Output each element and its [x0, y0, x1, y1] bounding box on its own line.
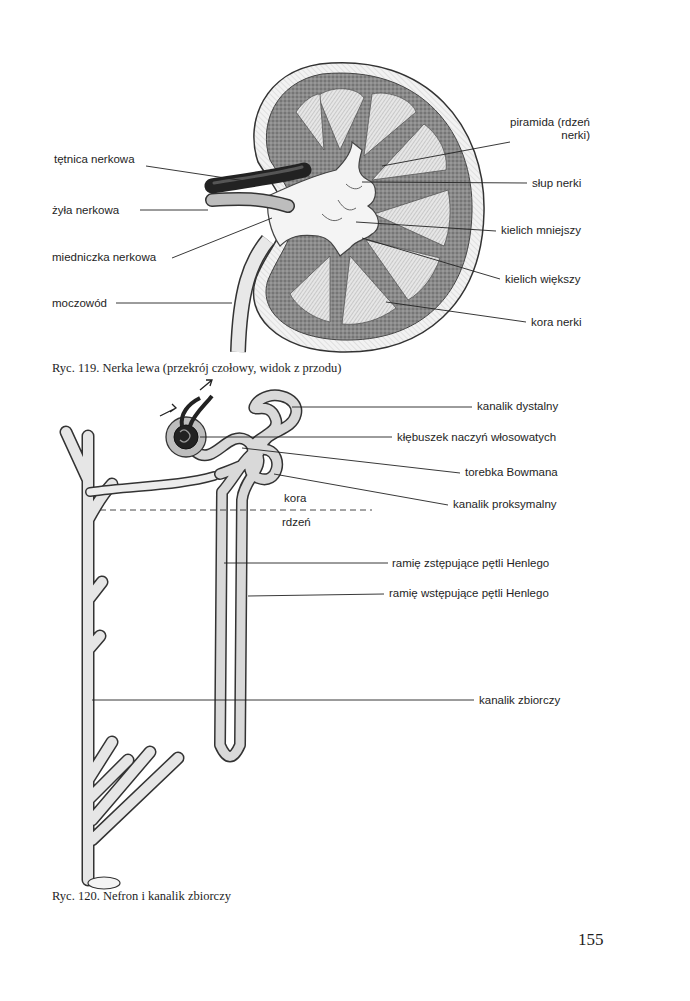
tubule-outline: [196, 395, 296, 756]
renal-artery-shade: [214, 167, 302, 183]
part-label: kora nerki: [531, 316, 582, 329]
region-label: kora: [284, 492, 306, 505]
part-label: kielich większy: [505, 273, 580, 286]
part-label: kielich mniejszy: [501, 224, 581, 237]
renal-cortex: [266, 73, 472, 340]
figure-caption: Ryc. 119. Nerka lewa (przekrój czołowy, …: [52, 362, 341, 375]
arterioles: [182, 396, 212, 426]
collecting-duct: [66, 432, 178, 889]
part-label: ramię wstępujące pętli Henlego: [389, 587, 549, 600]
calyx-minor: [322, 184, 362, 221]
part-label: kanalik dystalny: [477, 400, 558, 413]
renal-vein-outline: [212, 199, 288, 206]
figure-caption: Ryc. 120. Nefron i kanalik zbiorczy: [52, 890, 231, 903]
region-label: rdzeń: [282, 516, 311, 529]
ureter: [238, 240, 268, 352]
part-label: tętnica nerkowa: [54, 153, 135, 166]
flow-arrows: [160, 380, 212, 416]
leader-lines: [92, 407, 474, 700]
cortex-medulla-boundary: [100, 510, 372, 511]
tubule: [196, 395, 296, 756]
leader-lines: [116, 142, 527, 322]
part-label: żyła nerkowa: [52, 204, 119, 217]
connecting-tubule-outline: [90, 476, 214, 492]
part-label: piramida (rdzeń nerki): [488, 116, 590, 142]
part-label: miedniczka nerkowa: [52, 251, 156, 264]
part-label: torebka Bowmana: [465, 466, 558, 479]
part-label: moczowód: [52, 297, 107, 310]
glomerulus: [174, 425, 198, 449]
ureter-outline: [238, 240, 268, 352]
part-label: kłębuszek naczyń włosowatych: [397, 431, 556, 444]
page-number: 155: [578, 930, 604, 949]
part-label: kanalik proksymalny: [453, 498, 557, 511]
part-label: słup nerki: [532, 177, 581, 190]
part-label: ramię zstępujące pętli Henlego: [392, 557, 549, 570]
renal-vein: [212, 199, 288, 206]
connecting-tubule: [90, 476, 214, 492]
part-label: kanalik zbiorczy: [479, 694, 560, 707]
